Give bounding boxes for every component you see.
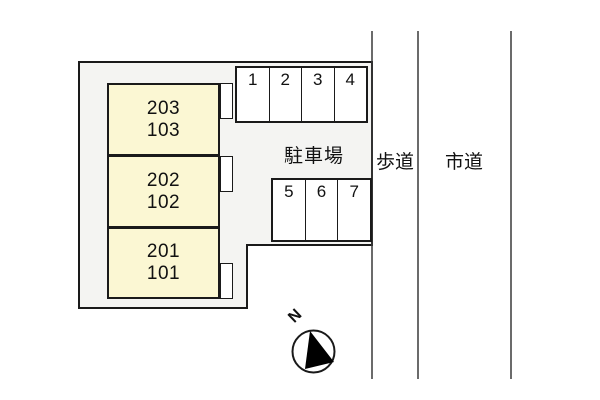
stall-number: 6 — [316, 182, 327, 201]
room-number-lower: 103 — [146, 119, 181, 141]
parking-stall-2: 2 — [270, 68, 302, 121]
stall-number: 1 — [248, 70, 258, 89]
stall-number: 4 — [345, 70, 355, 89]
parking-row-top: 1 2 3 4 — [235, 66, 368, 123]
stall-number: 7 — [349, 182, 359, 201]
stall-number: 5 — [284, 182, 294, 201]
room-number-lower: 102 — [146, 191, 181, 213]
compass-needle — [305, 331, 334, 369]
parking-lot-label: 駐車場 — [283, 146, 344, 167]
room-number-upper: 201 — [146, 241, 181, 262]
room-202-102: 202 102 — [107, 155, 220, 228]
room-number-upper: 202 — [146, 169, 181, 191]
compass — [291, 329, 336, 374]
porch-202 — [220, 156, 233, 192]
porch-201 — [220, 263, 233, 299]
stall-number: 3 — [313, 70, 323, 89]
stall-number: 2 — [280, 70, 290, 89]
parking-stall-5: 5 — [273, 180, 306, 240]
room-203-103: 203 103 — [107, 83, 220, 156]
room-201-101: 201 101 — [107, 227, 220, 299]
parking-stall-7: 7 — [338, 180, 370, 240]
city-road-label: 市道 — [444, 152, 483, 173]
parking-stall-4: 4 — [335, 68, 367, 121]
room-number-upper: 203 — [146, 97, 181, 119]
parking-row-bottom: 5 6 7 — [271, 178, 372, 242]
parking-stall-1: 1 — [237, 68, 270, 121]
parking-stall-3: 3 — [302, 68, 335, 121]
sidewalk-label: 歩道 — [375, 152, 414, 173]
parking-stall-6: 6 — [306, 180, 339, 240]
porch-203 — [220, 83, 233, 119]
room-number-lower: 101 — [146, 263, 181, 284]
